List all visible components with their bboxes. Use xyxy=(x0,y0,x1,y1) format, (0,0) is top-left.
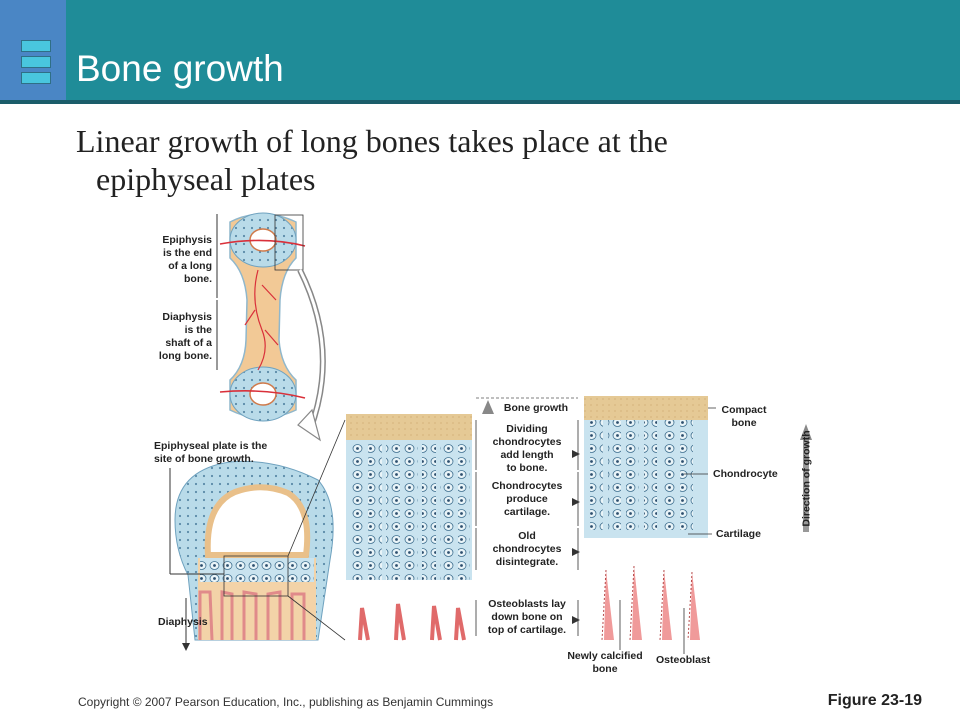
label-line: bone xyxy=(731,417,757,429)
slide-subtitle: Linear growth of long bones takes place … xyxy=(76,122,936,198)
label-line: Epiphysis xyxy=(162,234,212,246)
label-line: Diaphysis xyxy=(162,311,212,323)
label-line: site of bone growth. xyxy=(154,453,254,465)
label-bone-growth: Bone growth xyxy=(503,402,569,414)
label-line: Newly calcified xyxy=(567,650,643,662)
label-line: Compact xyxy=(721,404,767,416)
label-line: add length xyxy=(500,449,554,461)
label-line: Epiphyseal plate is the xyxy=(154,440,268,452)
magnified-plate-right xyxy=(584,396,812,654)
label-produce: Chondrocytes produce cartilage. xyxy=(478,480,576,519)
header-divider xyxy=(0,100,960,104)
slide-title: Bone growth xyxy=(76,48,284,89)
label-line: long bone. xyxy=(158,350,212,362)
label-line: is the xyxy=(184,324,212,336)
label-line: chondrocytes xyxy=(492,436,562,448)
title-bar xyxy=(0,0,960,100)
label-line: to bone. xyxy=(506,462,548,474)
subtitle-line-1: Linear growth of long bones takes place … xyxy=(76,123,668,159)
label-line: chondrocytes xyxy=(492,543,562,555)
label-line: Old xyxy=(518,530,536,542)
label-epiphyseal-plate: Epiphyseal plate is the site of bone gro… xyxy=(154,440,304,466)
bone-end-section xyxy=(169,419,346,651)
label-line: cartilage. xyxy=(503,506,551,518)
label-cartilage: Cartilage xyxy=(716,528,761,540)
figure-number: Figure 23-19 xyxy=(827,692,922,709)
label-diaphysis: Diaphysis xyxy=(158,616,208,628)
label-line: down bone on xyxy=(491,611,563,623)
label-line: is the end xyxy=(162,247,212,259)
label-line: Dividing xyxy=(506,423,548,435)
magnified-plate-left xyxy=(346,397,580,641)
label-direction-of-growth: Direction of growth xyxy=(800,430,813,527)
label-dividing: Dividing chondrocytes add length to bone… xyxy=(478,423,576,475)
copyright-text: Copyright © 2007 Pearson Education, Inc.… xyxy=(78,695,494,709)
label-line: produce xyxy=(506,493,548,505)
label-newly-calcified-bone: Newly calcified bone xyxy=(554,650,656,676)
label-line: top of cartilage. xyxy=(487,624,567,636)
label-epiphysis: Epiphysis is the end of a long bone. xyxy=(140,234,212,286)
label-line: bone xyxy=(592,663,618,675)
label-line: shaft of a xyxy=(165,337,212,349)
label-line: Osteoblasts lay xyxy=(488,598,566,610)
long-bone-illustration xyxy=(216,212,326,442)
label-osteoblasts: Osteoblasts lay down bone on top of cart… xyxy=(476,598,578,637)
label-osteoblast: Osteoblast xyxy=(656,654,711,666)
subtitle-line-2: epiphyseal plates xyxy=(96,161,316,197)
label-line: bone. xyxy=(184,273,212,285)
label-line: Chondrocytes xyxy=(491,480,563,492)
label-compact-bone: Compact bone xyxy=(712,404,776,430)
label-line: of a long xyxy=(168,260,212,272)
label-diaphysis-long: Diaphysis is the shaft of a long bone. xyxy=(140,311,212,363)
label-old-chondrocytes: Old chondrocytes disintegrate. xyxy=(478,530,576,569)
label-line: disintegrate. xyxy=(495,556,559,568)
label-chondrocyte: Chondrocyte xyxy=(713,468,778,480)
